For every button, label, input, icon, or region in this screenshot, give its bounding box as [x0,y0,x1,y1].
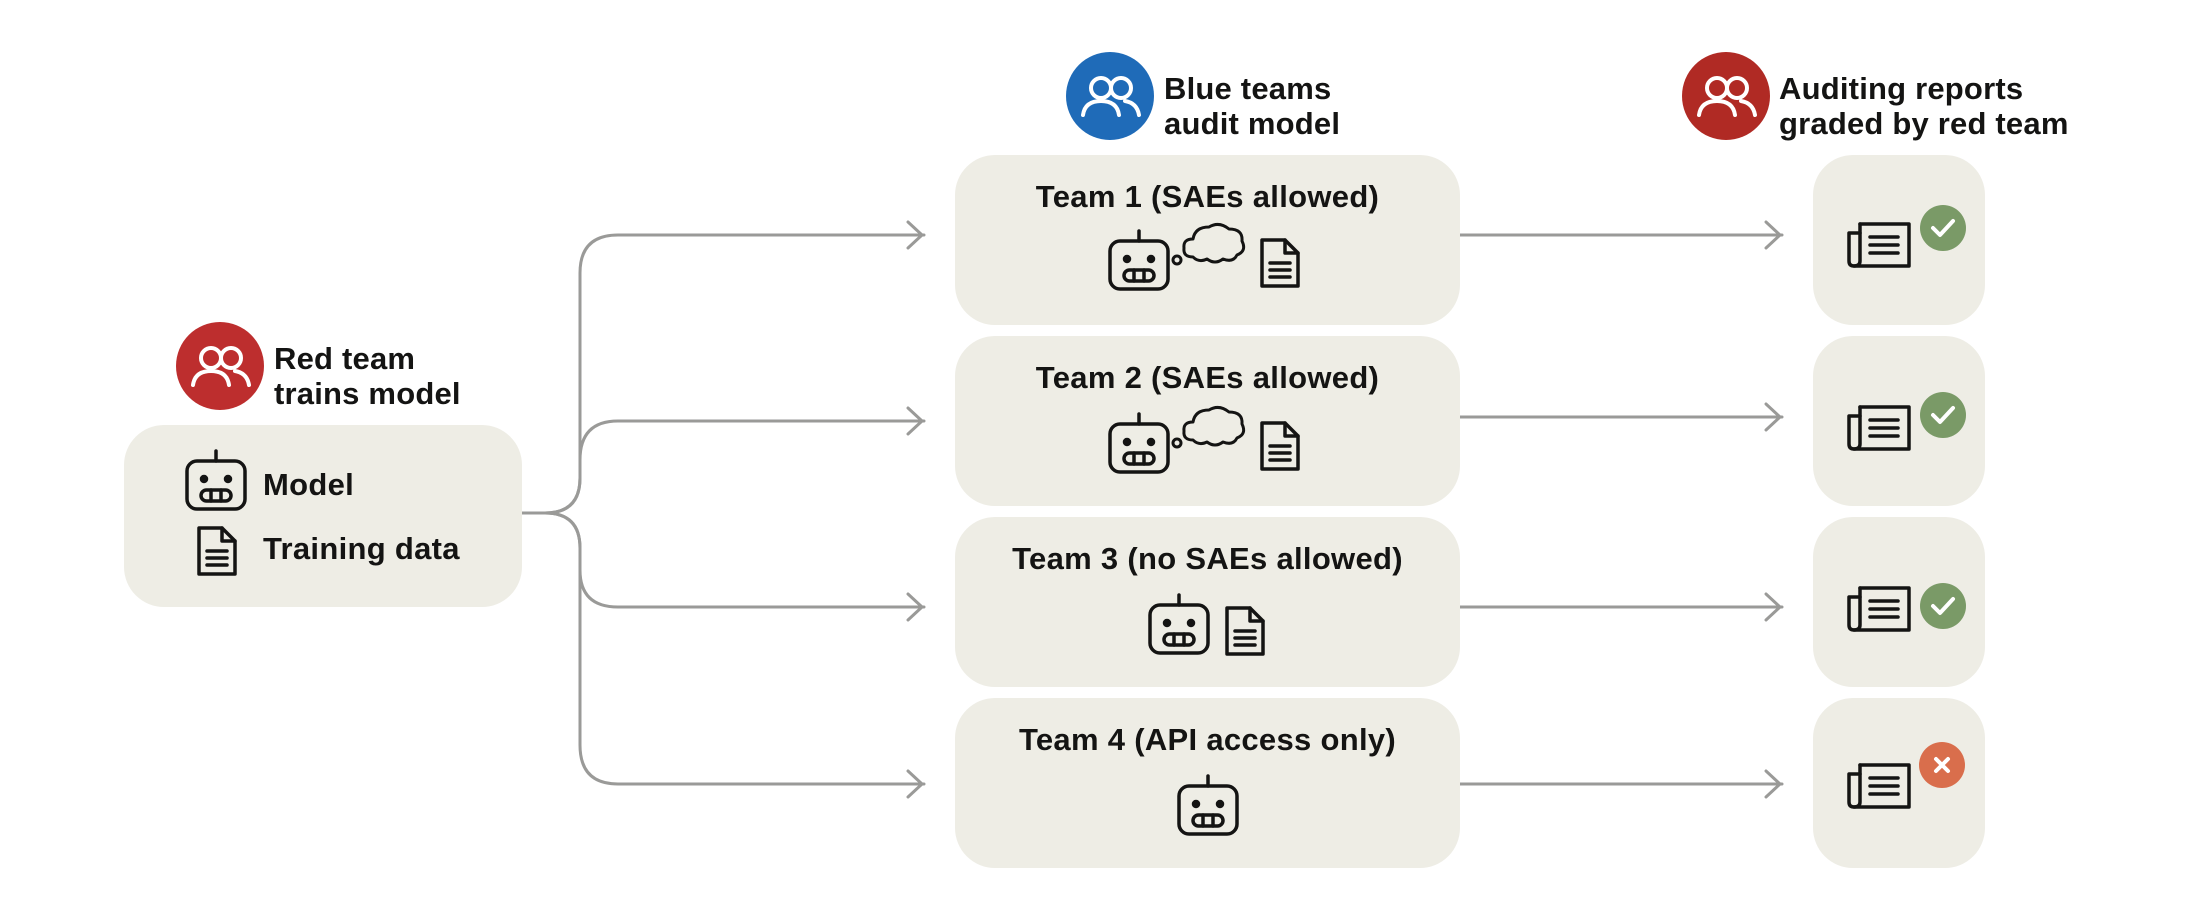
report-card-2 [1813,336,1985,506]
robot-icon [1107,227,1171,298]
document-icon [196,525,238,582]
report-card-3 [1813,517,1985,687]
thought-bubble-icon [1171,400,1247,463]
thought-bubble-icon [1171,217,1247,280]
report-icon [1846,762,1912,815]
report-icon [1846,404,1912,457]
report-icon [1846,221,1912,274]
team-card-3: Team 3 (no SAEs allowed) [955,517,1460,687]
branch-to-team-4 [520,511,926,786]
arrowhead-team-2 [906,406,924,436]
report-card-1 [1813,155,1985,325]
team-title: Team 1 (SAEs allowed) [1035,179,1380,214]
red-team-people-icon [176,322,264,410]
blue-team-people-icon [1066,52,1154,140]
arrowhead-report-3 [1764,592,1782,622]
team-title: Team 3 (no SAEs allowed) [1012,541,1403,576]
red-team-header: Red team trains model [274,341,461,411]
report-card-4 [1813,698,1985,868]
check-icon [1920,205,1966,251]
arrowhead-team-4 [906,769,924,799]
branch-to-team-2 [520,419,926,515]
arrowhead-report-4 [1764,769,1782,799]
branch-to-team-3 [520,511,926,609]
team-title: Team 2 (SAEs allowed) [1035,360,1380,395]
team-card-1: Team 1 (SAEs allowed) [955,155,1460,325]
arrowhead-report-2 [1764,402,1782,432]
check-icon [1920,392,1966,438]
red-team-card: Model Training data [124,425,522,607]
arrowhead-team-3 [906,592,924,622]
branch-to-team-1 [520,233,926,515]
robot-icon [184,447,248,518]
document-icon [1224,605,1266,662]
robot-icon [1107,410,1171,481]
document-icon [1259,420,1301,477]
training-data-label: Training data [263,531,460,566]
auditing-people-icon [1682,52,1770,140]
arrowhead-report-1 [1764,220,1782,250]
report-icon [1846,585,1912,638]
cross-icon [1919,742,1965,788]
arrowhead-team-1 [906,220,924,250]
check-icon [1920,583,1966,629]
auditing-header: Auditing reports graded by red team [1779,71,2069,141]
robot-icon [1147,591,1211,662]
robot-icon [1176,772,1240,843]
team-title: Team 4 (API access only) [1018,722,1397,757]
document-icon [1259,237,1301,294]
blue-teams-header: Blue teams audit model [1164,71,1341,141]
team-card-4: Team 4 (API access only) [955,698,1460,868]
model-label: Model [263,467,355,502]
team-card-2: Team 2 (SAEs allowed) [955,336,1460,506]
